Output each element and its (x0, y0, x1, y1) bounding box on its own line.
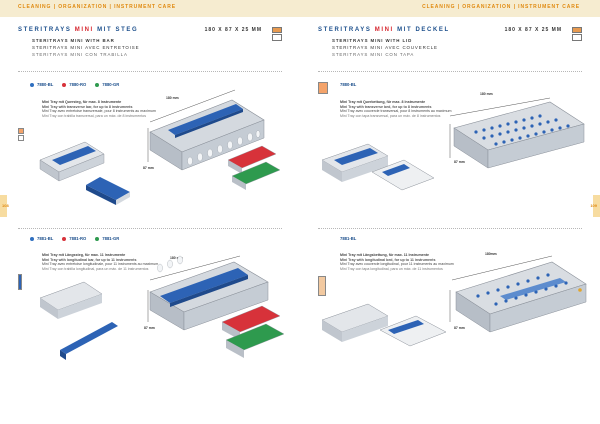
bullet-icon (62, 82, 67, 87)
product-description: Mini Tray mit Längsbettung, für max. 11 … (340, 253, 454, 271)
tray-illustration (321, 255, 587, 347)
variant-item: 7880-GR (95, 82, 119, 87)
variant-item: 7880-BL (30, 82, 53, 87)
product-header: STERITRAYS MINI MIT DECKEL 180 X 87 X 25… (318, 27, 582, 58)
tray-illustration (39, 255, 285, 360)
dimension-width: 87 mm (144, 326, 155, 330)
product-header: STERITRAYS MINI MIT STEG 180 X 87 X 25 M… (18, 27, 282, 58)
variant-list: 7880-BL 7880-RO 7880-GR (30, 82, 119, 87)
bullet-icon (30, 236, 34, 241)
variant-item: 7880-RO (62, 82, 86, 87)
variant-item: 7881-BL (340, 236, 357, 241)
title-suffix: MIT DECKEL (397, 27, 450, 33)
color-swatch (572, 27, 582, 41)
product-description: Mini Tray mit Querbettung, für max. 8 In… (340, 100, 452, 118)
dimension-length: 180 mm (166, 96, 179, 100)
right-page: CLEANING | ORGANIZATION | INSTRUMENT CAR… (300, 0, 600, 424)
page-tab (0, 195, 7, 217)
page-title: STERITRAYS MINI MIT DECKEL (318, 27, 582, 33)
product-dimensions: 180 X 87 X 25 MM (504, 27, 562, 33)
subtitle-es: STERITRAYS MINI CON TRABILLA (32, 52, 128, 57)
bullet-icon (95, 82, 100, 87)
title-suffix: MIT STEG (97, 27, 139, 33)
product-description: Mini Tray mit Quersteg, für max. 8 Instr… (42, 100, 156, 118)
tray-illustration (39, 89, 281, 205)
left-page: CLEANING | ORGANIZATION | INSTRUMENT CAR… (0, 0, 300, 360)
bullet-icon (95, 236, 100, 241)
subtitle-fr: STERITRAYS MINI AVEC ENTRETOISE (32, 45, 140, 50)
divider (18, 228, 282, 229)
page-tab (593, 195, 600, 217)
dimension-width: 87 mm (454, 326, 465, 330)
page-number: 108 (2, 203, 9, 208)
divider (18, 71, 282, 72)
top-bar (300, 0, 600, 17)
variant-list: 7881-BL (340, 236, 356, 241)
product-dimensions: 180 X 87 X 25 MM (204, 27, 262, 33)
product-description: Mini Tray mit Längssteg, für max. 11 Ins… (42, 253, 159, 271)
divider (318, 228, 582, 229)
dimension-width: 87 mm (143, 166, 154, 170)
page-title: STERITRAYS MINI MIT STEG (18, 27, 282, 33)
variant-list: 7880-BL (340, 82, 356, 87)
variant-list: 7881-BL 7881-RO 7881-GR (30, 236, 119, 241)
variant-item: 7881-RO (62, 236, 86, 241)
dimension-width: 87 mm (454, 160, 465, 164)
title-highlight: MINI (374, 27, 394, 33)
variant-item: 7881-GR (95, 236, 119, 241)
variant-item: 7881-BL (30, 236, 53, 241)
page-number: 109 (590, 203, 597, 208)
dimension-length: 180 mm (170, 256, 183, 260)
divider (318, 71, 582, 72)
subtitle-en: STERITRAYS MINI WITH LID (332, 38, 413, 43)
bullet-icon (30, 82, 34, 87)
subtitle-en: STERITRAYS MINI WITH BAR (32, 38, 115, 43)
section-header: CLEANING | ORGANIZATION | INSTRUMENT CAR… (422, 4, 580, 10)
variant-item: 7880-BL (340, 82, 357, 87)
tray-illustration (321, 97, 585, 191)
dimension-length: 180mm (485, 252, 497, 256)
bullet-icon (62, 236, 67, 241)
subtitle-es: STERITRAYS MINI CON TAPA (332, 52, 415, 57)
top-bar (0, 0, 300, 17)
section-header: CLEANING | ORGANIZATION | INSTRUMENT CAR… (18, 4, 176, 10)
title-prefix: STERITRAYS (318, 27, 372, 33)
title-prefix: STERITRAYS (18, 27, 72, 33)
subtitle-fr: STERITRAYS MINI AVEC COUVERCLE (332, 45, 438, 50)
dimension-length: 180 mm (480, 92, 493, 96)
title-highlight: MINI (74, 27, 94, 33)
color-swatch (272, 27, 282, 41)
